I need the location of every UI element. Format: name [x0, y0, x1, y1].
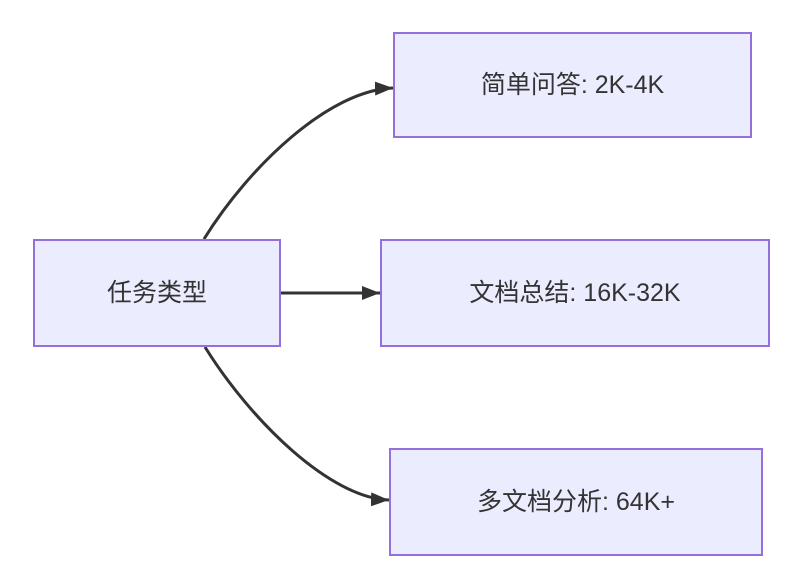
node-multi-doc: 多文档分析: 64K+: [389, 448, 763, 556]
edge-task-to-multi-doc: [203, 346, 390, 507]
node-simple-qa: 简单问答: 2K-4K: [393, 32, 752, 138]
node-doc-summary: 文档总结: 16K-32K: [380, 239, 770, 347]
node-task-type: 任务类型: [33, 239, 281, 347]
node-simple-qa-label: 简单问答: 2K-4K: [480, 71, 665, 99]
node-task-type-label: 任务类型: [106, 279, 207, 307]
node-doc-summary-label: 文档总结: 16K-32K: [469, 279, 681, 307]
edge-task-to-simple-qa: [202, 81, 394, 240]
node-multi-doc-label: 多文档分析: 64K+: [477, 488, 675, 516]
